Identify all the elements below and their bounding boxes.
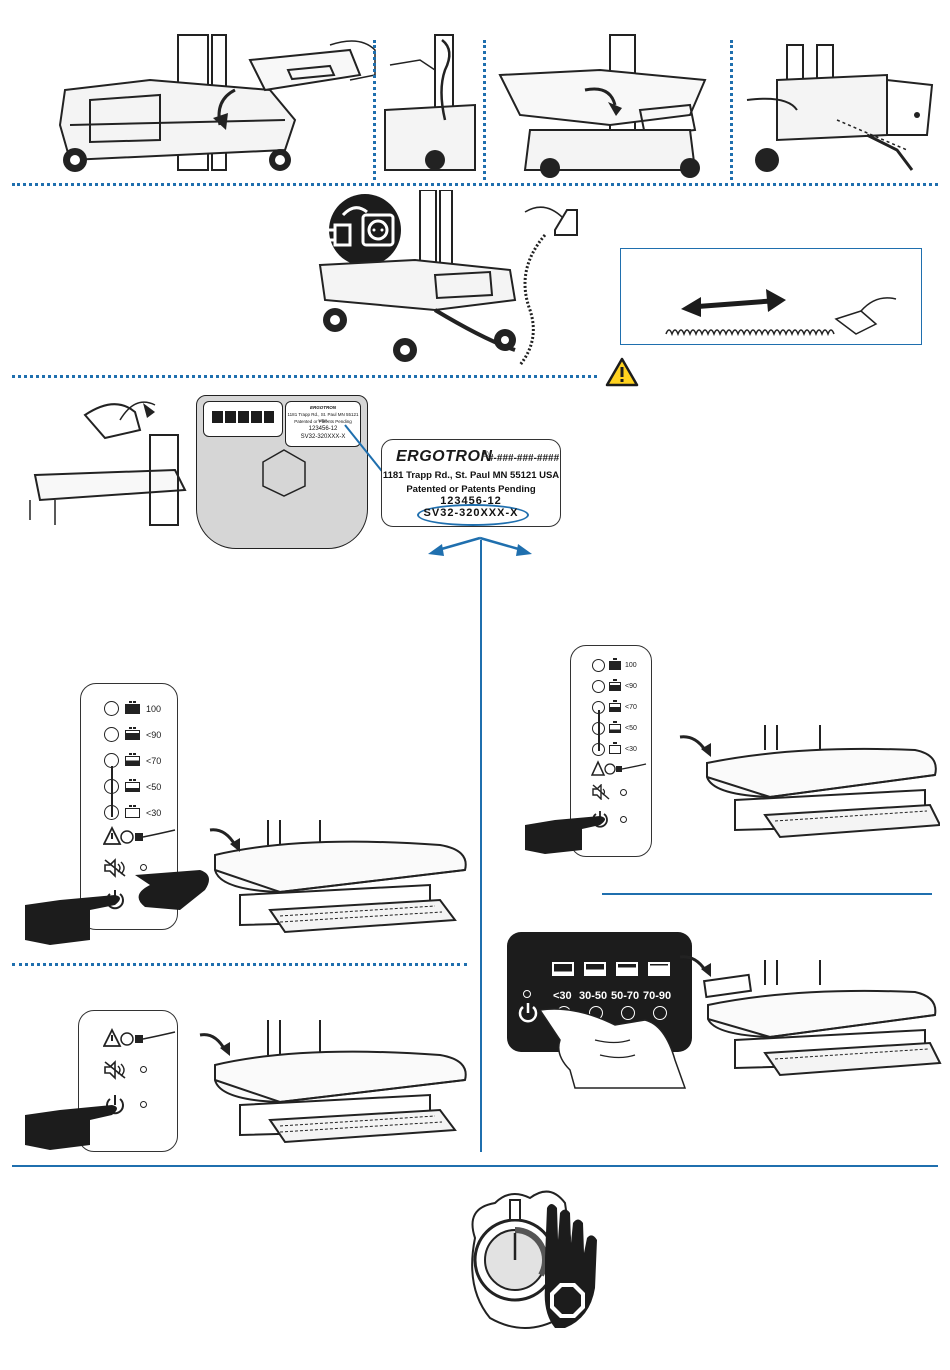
divider [483,40,486,180]
serial-label-large: ERGOTRON ® #-###-###-#### 1181 Trapp Rd.… [381,439,561,527]
battery-level-row: 100 [592,659,637,672]
section-divider [12,1165,938,1167]
warning-plug-icon [103,1028,183,1050]
step-cable-route-illustration [380,30,480,180]
led-indicator [104,701,119,716]
address-line: 1181 Trapp Rd., St. Paul MN 55121 USA [382,470,560,481]
battery-icon [609,682,621,691]
battery-level-label: 100 [146,704,161,714]
battery-level-row: <90 [104,727,161,742]
keyboard-tray-cart-illustration [680,945,942,1095]
warning-plug-icon [103,826,183,848]
power-led [140,1101,147,1108]
pressing-hand-illustration [535,1000,690,1090]
brand-name-small: ERGOTRON [286,405,360,411]
battery-level-label: <70 [625,704,637,711]
pressing-hand-illustration [20,1095,120,1155]
section-divider [602,893,932,895]
cart-rear-label-location-illustration [25,390,205,530]
divider [730,40,733,180]
keyboard-tray-cart-illustration [180,1010,470,1160]
power-led [620,816,627,823]
mute-icon[interactable] [591,784,611,800]
battery-icon [609,703,621,712]
battery-icon [609,661,621,670]
hexagon-mark [259,448,309,498]
cord-stretch-box [620,248,922,345]
led-indicator [592,680,605,693]
section-divider [12,183,938,186]
plug-outlet-icon [329,194,401,266]
battery-icon [584,962,606,976]
battery-level-label: <50 [625,725,637,732]
battery-icon [125,730,140,740]
battery-level-label: <70 [146,756,161,766]
battery-icon [125,782,140,792]
mute-led [620,789,627,796]
battery-level-label: <30 [146,808,161,818]
brand-name: ERGOTRON [396,448,492,466]
battery-icon [616,962,638,976]
model-number: SV32-320XXX-X [382,507,560,519]
divider [373,40,376,180]
battery-level-row: <90 [592,680,637,693]
coiled-cord-illustration [661,279,901,339]
battery-level-label: <90 [146,730,161,740]
led-chain-line [109,764,115,819]
led-indicator [104,727,119,742]
patent-line: Patented or Patents Pending [382,484,560,495]
keyboard-tray-cart-illustration [665,715,940,865]
step-base-cover-install-illustration [30,30,380,180]
barcode-label [203,401,283,437]
battery-icon [125,704,140,714]
mute-led [140,1066,147,1073]
battery-level-label: <30 [625,746,637,753]
battery-level-label: <50 [146,782,161,792]
barcode [212,411,274,423]
mute-icon[interactable] [103,1060,127,1080]
section-divider [12,375,597,378]
battery-icon [125,756,140,766]
column-divider [480,540,482,1152]
section-divider [12,963,467,966]
power-led [523,990,531,998]
keyboard-tray-cart-illustration [180,800,470,950]
led-indicator [592,659,605,672]
battery-level-label: <90 [625,683,637,690]
step-screw-fasten-illustration [737,40,942,180]
phone-number: #-###-###-#### [488,453,559,464]
battery-icon [648,962,670,976]
battery-level-row: 100 [104,701,161,716]
pressing-hand-illustration [520,810,610,860]
plug-in-cart-illustration [305,190,585,370]
warning-triangle-icon [605,357,639,387]
battery-icon [609,724,621,733]
step-top-cover-install-illustration [490,30,725,180]
battery-icon [609,745,621,754]
warning-plug-icon [591,760,649,778]
battery-icon [552,962,574,976]
stop-charge-timer-illustration [455,1178,615,1338]
led-chain-line [596,708,602,753]
battery-icon [125,808,140,818]
battery-level-label: 100 [625,662,637,669]
